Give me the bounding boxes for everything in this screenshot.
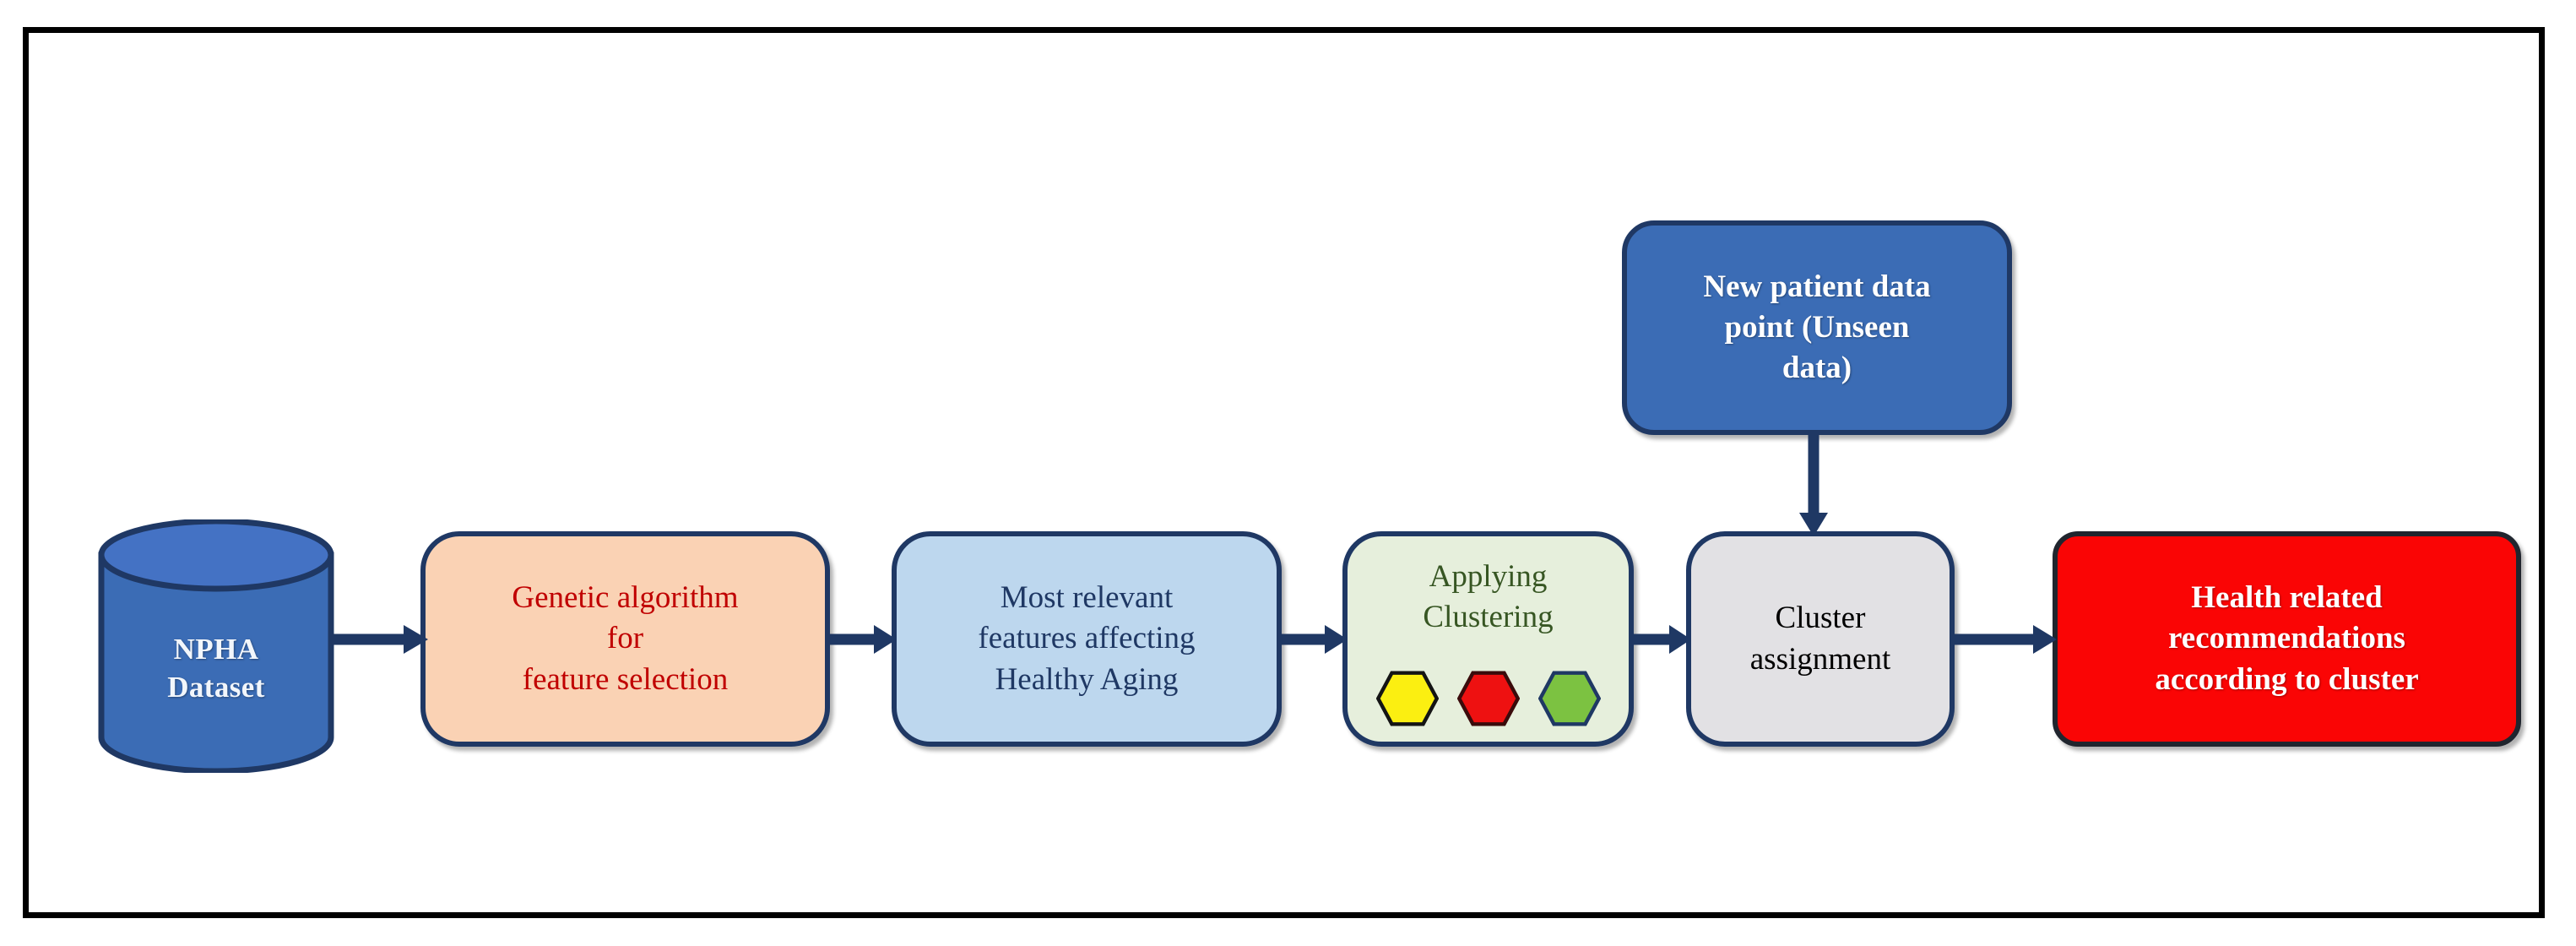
edge-clustering-to-assignment bbox=[1630, 619, 1691, 660]
database-cylinder-icon bbox=[98, 519, 334, 773]
edge-newpatient-to-assignment bbox=[1793, 430, 1834, 536]
cluster-marker-row bbox=[1348, 671, 1629, 726]
node-health-recommendations[interactable]: Health related recommendations according… bbox=[2053, 531, 2521, 747]
edge-genetic-to-features bbox=[827, 619, 897, 660]
edge-features-to-clustering bbox=[1278, 619, 1348, 660]
node-label: Genetic algorithm for feature selection bbox=[512, 580, 739, 697]
figure-frame: NPHA Dataset Genetic algorithm for featu… bbox=[23, 27, 2545, 918]
node-applying-clustering[interactable]: Applying Clustering bbox=[1342, 531, 1634, 747]
node-label: Applying Clustering bbox=[1423, 559, 1554, 635]
cluster-hexagon-yellow-icon bbox=[1375, 671, 1439, 726]
node-label: Most relevant features affecting Healthy… bbox=[978, 580, 1196, 697]
node-label: New patient data point (Unseen data) bbox=[1703, 269, 1931, 386]
node-genetic-algorithm[interactable]: Genetic algorithm for feature selection bbox=[420, 531, 830, 747]
edge-dataset-to-genetic bbox=[331, 619, 428, 660]
node-label: Cluster assignment bbox=[1749, 601, 1891, 677]
node-npha-dataset[interactable]: NPHA Dataset bbox=[98, 519, 334, 773]
node-label: Health related recommendations according… bbox=[2155, 580, 2419, 697]
node-most-relevant-features[interactable]: Most relevant features affecting Healthy… bbox=[892, 531, 1282, 747]
cluster-hexagon-green-icon bbox=[1537, 671, 1601, 726]
node-new-patient-data-point[interactable]: New patient data point (Unseen data) bbox=[1622, 220, 2012, 435]
node-cluster-assignment[interactable]: Cluster assignment bbox=[1686, 531, 1955, 747]
node-label: NPHA Dataset bbox=[167, 632, 265, 704]
edge-assignment-to-recommendations bbox=[1951, 619, 2057, 660]
cluster-hexagon-red-icon bbox=[1456, 671, 1520, 726]
flowchart-canvas: NPHA Dataset Genetic algorithm for featu… bbox=[29, 33, 2539, 912]
